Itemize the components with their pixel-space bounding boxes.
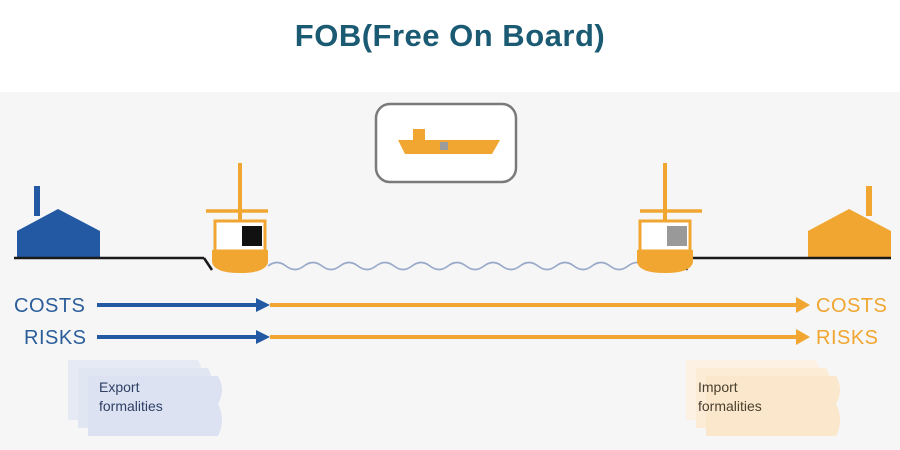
buyer-factory-icon xyxy=(808,186,891,258)
seller-costs-label: COSTS xyxy=(14,295,85,317)
seller-chimney xyxy=(34,186,40,216)
risks-flow: RISKS RISKS xyxy=(24,327,879,349)
import-ship-icon xyxy=(637,163,702,273)
buyer-costs-label: COSTS xyxy=(816,295,887,317)
export-ship-icon xyxy=(206,163,268,273)
import-doc-line2: formalities xyxy=(698,398,762,414)
import-doc-line1: Import xyxy=(698,379,738,395)
costs-flow: COSTS COSTS xyxy=(14,295,887,317)
title-band: FOB(Free On Board) xyxy=(0,0,900,92)
buyer-risks-label: RISKS xyxy=(816,327,879,349)
page-title: FOB(Free On Board) xyxy=(294,18,606,53)
import-formalities-doc: Import formalities xyxy=(686,360,840,436)
cargo-ship-icon xyxy=(398,129,500,154)
export-container xyxy=(242,226,262,246)
export-formalities-doc: Export formalities xyxy=(68,360,222,436)
buyer-chimney xyxy=(866,186,872,216)
import-container xyxy=(667,226,687,246)
export-doc-line1: Export xyxy=(99,379,140,395)
seller-risks-label: RISKS xyxy=(24,327,87,349)
seller-factory-icon xyxy=(17,186,100,258)
sea-wave xyxy=(267,261,665,271)
export-doc-line2: formalities xyxy=(99,398,163,414)
center-ship-frame xyxy=(374,102,518,184)
